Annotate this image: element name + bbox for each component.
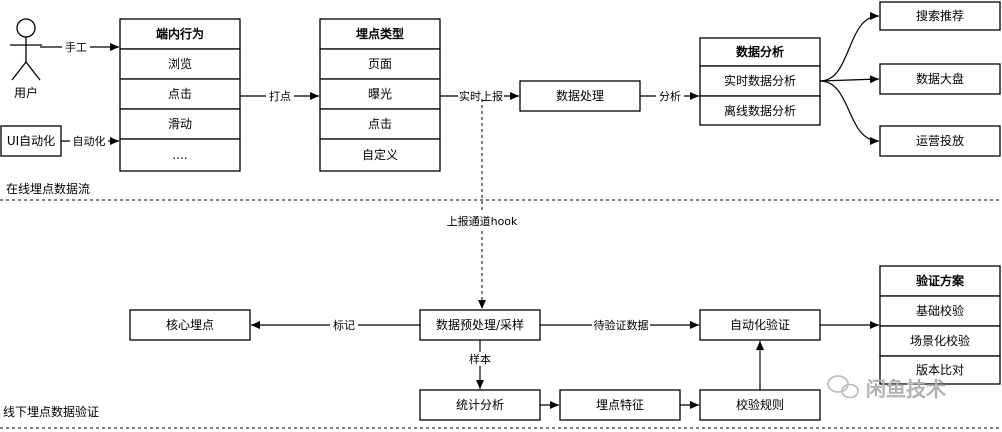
- edge-to-dashboard: [819, 75, 880, 84]
- track-types-title: 埋点类型: [356, 26, 404, 41]
- data-processing-label: 数据处理: [556, 88, 604, 103]
- data-analysis-title: 数据分析: [736, 44, 784, 59]
- edge-label-report-hook: 上报通道hook: [447, 214, 518, 228]
- client-behavior-title: 端内行为: [156, 26, 204, 41]
- data-analysis-item: 离线数据分析: [724, 103, 796, 118]
- watermark-text: 闲鱼技术: [866, 377, 946, 401]
- edge-to-search: [819, 12, 880, 82]
- verify-plan-title: 验证方案: [916, 273, 965, 288]
- edge-to-operation: [819, 80, 880, 145]
- track-type-item: 点击: [368, 117, 392, 131]
- track-type-item: 曝光: [368, 87, 392, 101]
- output-label: 数据大盘: [916, 71, 964, 86]
- user-label: 用户: [14, 85, 38, 100]
- verify-plan-item: 版本比对: [916, 363, 964, 377]
- edge-label-sample: 样本: [469, 352, 491, 366]
- verify-plan-item: 基础校验: [916, 303, 964, 318]
- data-processing-box: [519, 80, 641, 112]
- client-behavior-item: 浏览: [168, 56, 192, 71]
- output-label: 搜索推荐: [916, 8, 964, 23]
- edge-label-to-verify: 待验证数据: [594, 318, 649, 332]
- client-behavior-item: ....: [172, 148, 187, 162]
- edge-label-manual: 手工: [65, 40, 87, 54]
- section-label-offline: 线下埋点数据验证: [3, 404, 99, 419]
- client-behavior-item: 点击: [168, 87, 192, 101]
- track-features-label: 埋点特征: [596, 397, 644, 412]
- preprocess-box: [419, 309, 541, 341]
- ui-automation-label: UI自动化: [7, 134, 55, 148]
- output-box: [879, 125, 1001, 157]
- verify-plan-table: [879, 265, 1001, 385]
- auto-verify-box: [699, 309, 821, 341]
- stat-analysis-box: [419, 389, 541, 421]
- output-box: [879, 63, 1001, 95]
- edge-label-mark: 标记: [333, 318, 355, 332]
- edge-label-analyze: 分析: [659, 89, 681, 103]
- track-types-table: [319, 18, 441, 172]
- user-actor-icon: [10, 18, 42, 81]
- track-type-item: 自定义: [362, 147, 398, 162]
- data-analysis-item: 实时数据分析: [724, 73, 796, 88]
- data-analysis-table: [699, 37, 821, 126]
- verify-plan-item: 场景化校验: [910, 333, 970, 348]
- section-label-online: 在线埋点数据流: [6, 181, 90, 196]
- auto-verify-label: 自动化验证: [730, 317, 790, 332]
- check-rules-label: 校验规则: [736, 397, 784, 412]
- client-behavior-table: [119, 18, 241, 172]
- preprocess-label: 数据预处理/采样: [436, 317, 524, 332]
- client-behavior-item: 滑动: [168, 117, 192, 131]
- core-tracking-box: [129, 309, 251, 341]
- output-label: 运营投放: [916, 133, 964, 148]
- edge-label-automation: 自动化: [73, 134, 106, 148]
- core-tracking-label: 核心埋点: [166, 318, 214, 332]
- wechat-logo-icon: [827, 375, 859, 399]
- stat-analysis-label: 统计分析: [456, 398, 504, 412]
- edge-label-track: 打点: [269, 89, 291, 103]
- output-box: [879, 1, 1001, 31]
- track-type-item: 页面: [368, 57, 392, 71]
- track-features-box: [559, 389, 681, 421]
- edge-label-realtime-report: 实时上报: [459, 89, 503, 103]
